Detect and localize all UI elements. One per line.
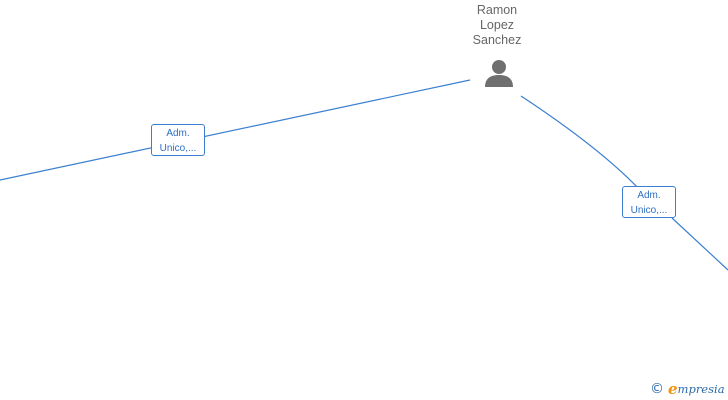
brand-logo-initial: e xyxy=(668,380,678,398)
person-icon[interactable] xyxy=(484,58,514,88)
edge-right xyxy=(520,95,641,191)
person-name[interactable]: Ramon Lopez Sanchez xyxy=(447,3,547,48)
edge-left xyxy=(0,79,471,181)
edge-right-lower xyxy=(671,217,728,271)
relation-label-line-1: Adm. xyxy=(637,190,661,201)
relation-label-box[interactable]: Adm. Unico,... xyxy=(151,124,205,156)
relation-label-line-1: Adm. xyxy=(166,128,190,139)
brand-logo-text: mpresia xyxy=(677,382,725,396)
person-name-line-2: Lopez xyxy=(479,18,515,32)
relation-label-line-2: Unico,... xyxy=(630,205,668,216)
person-name-line-1: Ramon xyxy=(476,3,518,17)
relation-label-box[interactable]: Adm. Unico,... xyxy=(622,186,676,218)
person-name-line-3: Sanchez xyxy=(472,33,522,47)
copyright-icon: © xyxy=(650,381,664,397)
relation-label-line-2: Unico,... xyxy=(159,143,197,154)
brand-watermark: © e mpresia xyxy=(650,380,725,398)
